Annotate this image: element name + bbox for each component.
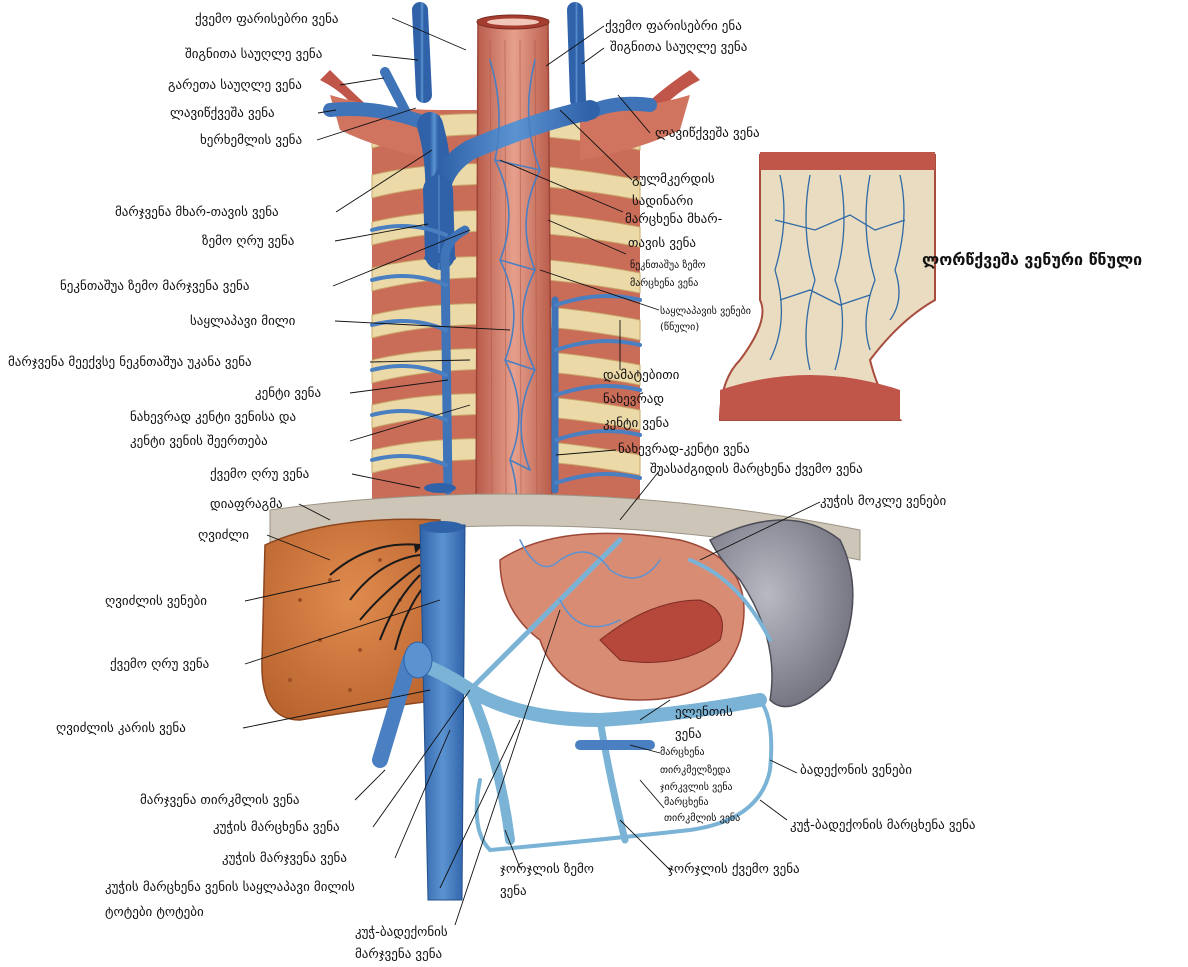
label-diaphragm: დიაფრაგმა (210, 497, 283, 513)
label-azygos-hemiazygos-junction-1: ნახევრად კენტი ვენისა და (130, 410, 296, 426)
label-subclavian-vein-left: ლავიწქვეშა ვენა (170, 106, 275, 122)
label-right-gastroepiploic-vein-2: მარჯვენა ვენა (355, 947, 442, 963)
label-inferior-vena-cava-abdominal: ქვემო ღრუ ვენა (110, 657, 209, 673)
label-superior-vena-cava: ზემო ღრუ ვენა (202, 234, 294, 250)
label-splenic-vein-1: ელენთის (675, 705, 733, 721)
label-azygos-hemiazygos-junction-2: კენტი ვენის შეერთება (130, 434, 268, 450)
label-left-gastric-vein: კუჭის მარცხენა ვენა (213, 820, 340, 836)
label-superior-mesenteric-vein-2: ვენა (500, 884, 527, 900)
label-right-gastroepiploic-vein-1: კუჭ-ბადექონის (355, 925, 448, 941)
esophagus (476, 15, 552, 520)
label-hemiazygos-vein: ნახევრად-კენტი ვენა (618, 442, 750, 458)
label-right-gastric-vein: კუჭის მარჯვენა ვენა (222, 851, 347, 867)
label-splenic-vein-2: ვენა (675, 727, 702, 743)
label-esophageal-veins-plexus-1: საყლაპავის ვენები (660, 306, 751, 318)
label-hepatic-veins: ღვიძლის ვენები (105, 594, 207, 610)
label-omental-veins: ბადექონის ვენები (800, 763, 912, 779)
label-right-renal-vein: მარჯვენა თირკმლის ვენა (140, 793, 300, 809)
label-left-superior-intercostal-vein-1: ნეკნთაშუა ზემო (630, 260, 706, 272)
label-left-brachiocephalic-vein-2: თავის ვენა (628, 236, 696, 252)
label-left-renal-vein-1: მარცხენა (664, 797, 709, 809)
label-inferior-mesenteric-vein: ჯორჯლის ქვემო ვენა (668, 862, 800, 878)
liver (262, 519, 440, 720)
label-left-suprarenal-vein-2: თირკმელზედა (660, 765, 731, 777)
label-inferior-thyroid-vein-left: ქვემო ფარისებრი ვენა (195, 12, 338, 28)
label-esophageal-branches-1: კუჭის მარცხენა ვენის საყლაპავი მილის (105, 880, 355, 896)
label-left-gastroepiploic-vein: კუჭ-ბადექონის მარცხენა ვენა (790, 818, 976, 834)
label-portal-vein: ღვიძლის კარის ვენა (56, 721, 186, 737)
label-vertebral-vein: ხერხემლის ვენა (200, 133, 302, 149)
label-left-superior-intercostal-vein-2: მარცხენა ვენა (630, 278, 698, 290)
label-left-brachiocephalic-vein-1: მარცხენა მხარ- (625, 212, 722, 228)
inferior-vena-cava (420, 525, 465, 900)
submucosal-plexus-inset (720, 152, 935, 420)
label-thoracic-duct-1: გულმკერდის (632, 172, 715, 188)
label-thoracic-duct-2: სადინარი (632, 194, 693, 210)
label-inferior-vena-cava-thoracic: ქვემო ღრუ ვენა (210, 467, 309, 483)
label-accessory-hemiazygos-3: კენტი ვენა (603, 416, 669, 432)
label-inferior-thyroid-vein-right: ქვემო ფარისებრი ენა (605, 19, 742, 35)
label-left-inferior-phrenic-vein: შუასაძგიდის მარცხენა ქვემო ვენა (650, 462, 863, 478)
label-esophageal-branches-2: ტოტები ტოტები (105, 905, 204, 921)
label-azygos-vein: კენტი ვენა (255, 386, 321, 402)
label-accessory-hemiazygos-2: ნახევრად (603, 392, 664, 408)
label-liver: ღვიძლი (198, 528, 249, 544)
label-superior-mesenteric-vein-1: ჯორჯლის ზემო (500, 862, 594, 878)
label-left-renal-vein-2: თირკმლის ვენა (664, 813, 740, 825)
label-short-gastric-veins: კუჭის მოკლე ვენები (820, 494, 946, 510)
label-left-suprarenal-vein-3: ჯირკვლის ვენა (660, 782, 733, 794)
label-esophagus: საყლაპავი მილი (190, 314, 295, 330)
label-internal-jugular-vein-left: შიგნითა საუღლე ვენა (185, 47, 322, 63)
label-right-6th-posterior-intercostal-vein: მარჯვენა მეექვსე ნეკნთაშუა უკანა ვენა (8, 355, 252, 371)
label-internal-jugular-vein-right: შიგნითა საუღლე ვენა (610, 40, 747, 56)
label-right-brachiocephalic-vein: მარჯვენა მხარ-თავის ვენა (115, 205, 279, 221)
label-esophageal-veins-plexus-2: (წნული) (660, 322, 699, 334)
label-subclavian-vein-right: ლავიწქვეშა ვენა (655, 126, 760, 142)
label-accessory-hemiazygos-1: დამატებითი (603, 368, 679, 384)
label-external-jugular-vein: გარეთა საუღლე ვენა (168, 78, 302, 94)
inset-title: ლორწქვეშა ვენური წნული (922, 252, 1142, 268)
stomach (500, 533, 744, 700)
label-left-suprarenal-vein-1: მარცხენა (660, 747, 705, 759)
label-right-superior-intercostal-vein: ნეკნთაშუა ზემო მარჯვენა ვენა (60, 279, 249, 295)
